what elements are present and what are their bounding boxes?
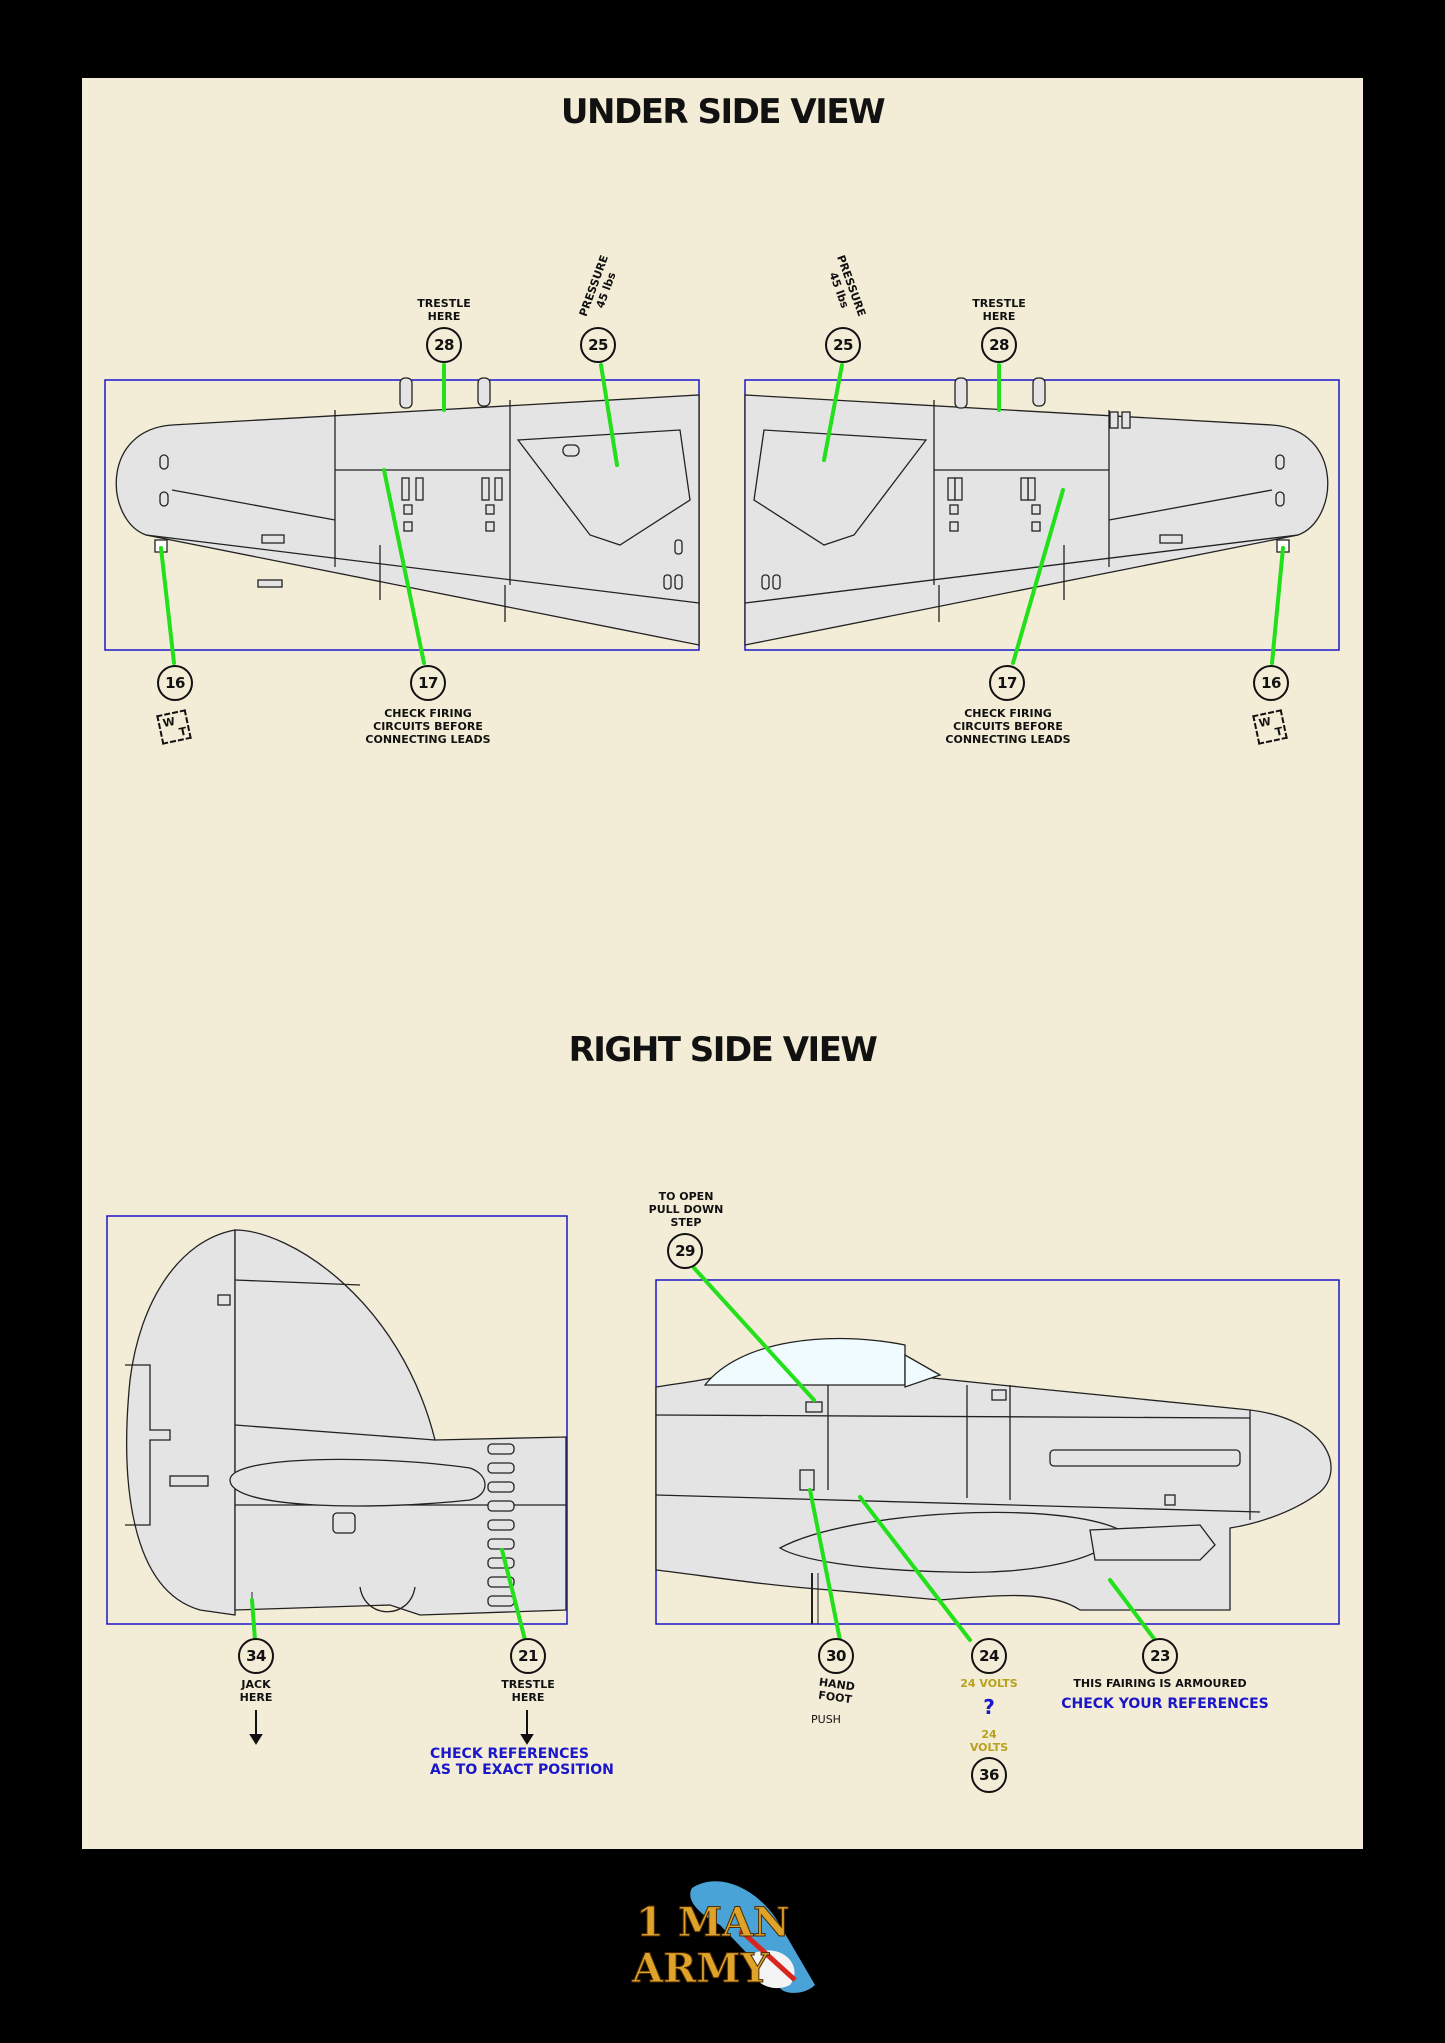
left-wing-underside	[104, 377, 700, 651]
wt-marker-right: W T	[1252, 709, 1288, 745]
wt-t: T	[1273, 724, 1284, 739]
right-side-title: RIGHT SIDE VIEW	[568, 1030, 878, 1070]
trestle-label-tail: TRESTLE HERE	[501, 1678, 555, 1704]
right-wing-underside	[744, 377, 1340, 651]
step-label: TO OPEN PULL DOWN STEP	[648, 1190, 724, 1229]
wt-w: W	[1257, 714, 1273, 731]
callout-28-right: 28	[981, 327, 1017, 363]
callout-25-right: 25	[825, 327, 861, 363]
question-mark: ?	[983, 1695, 995, 1719]
check-references-note: CHECK REFERENCES AS TO EXACT POSITION	[430, 1746, 614, 1778]
wt-w: W	[161, 714, 177, 731]
callout-28-left: 28	[426, 327, 462, 363]
one-man-army-logo: 1 MAN ARMY	[630, 1870, 820, 2000]
callout-34: 34	[238, 1638, 274, 1674]
callout-30: 30	[818, 1638, 854, 1674]
armoured-label: THIS FAIRING IS ARMOURED	[1073, 1677, 1247, 1690]
callout-17-right: 17	[989, 665, 1025, 701]
wt-t: T	[177, 724, 188, 739]
callout-16-left: 16	[157, 665, 193, 701]
callout-24: 24	[971, 1638, 1007, 1674]
tail-frame	[106, 1215, 568, 1625]
push-label: PUSH	[811, 1713, 841, 1726]
trestle-label-left: TRESTLE HERE	[417, 297, 471, 323]
callout-16-right: 16	[1253, 665, 1289, 701]
callout-23: 23	[1142, 1638, 1178, 1674]
check-your-references: CHECK YOUR REFERENCES	[1061, 1696, 1269, 1712]
logo-line1: 1 MAN	[636, 1899, 790, 1946]
firing-label-right: CHECK FIRING CIRCUITS BEFORE CONNECTING …	[945, 707, 1071, 746]
firing-label-left: CHECK FIRING CIRCUITS BEFORE CONNECTING …	[365, 707, 491, 746]
volts-label-36: 24 VOLTS	[969, 1728, 1009, 1754]
callout-17-left: 17	[410, 665, 446, 701]
jack-arrows	[249, 1710, 534, 1745]
fuselage-section	[655, 1279, 1340, 1625]
callout-25-left: 25	[580, 327, 616, 363]
leader-lines	[159, 363, 1285, 1642]
logo-line2: ARMY	[631, 1945, 770, 1992]
callout-21: 21	[510, 1638, 546, 1674]
wt-marker-left: W T	[156, 709, 192, 745]
tail-section	[106, 1215, 568, 1625]
trestle-label-right: TRESTLE HERE	[972, 297, 1026, 323]
under-side-title: UNDER SIDE VIEW	[560, 92, 886, 132]
callout-29: 29	[667, 1233, 703, 1269]
jack-label: JACK HERE	[239, 1678, 273, 1704]
volts-label-24: 24 VOLTS	[960, 1677, 1018, 1690]
callout-36: 36	[971, 1757, 1007, 1793]
